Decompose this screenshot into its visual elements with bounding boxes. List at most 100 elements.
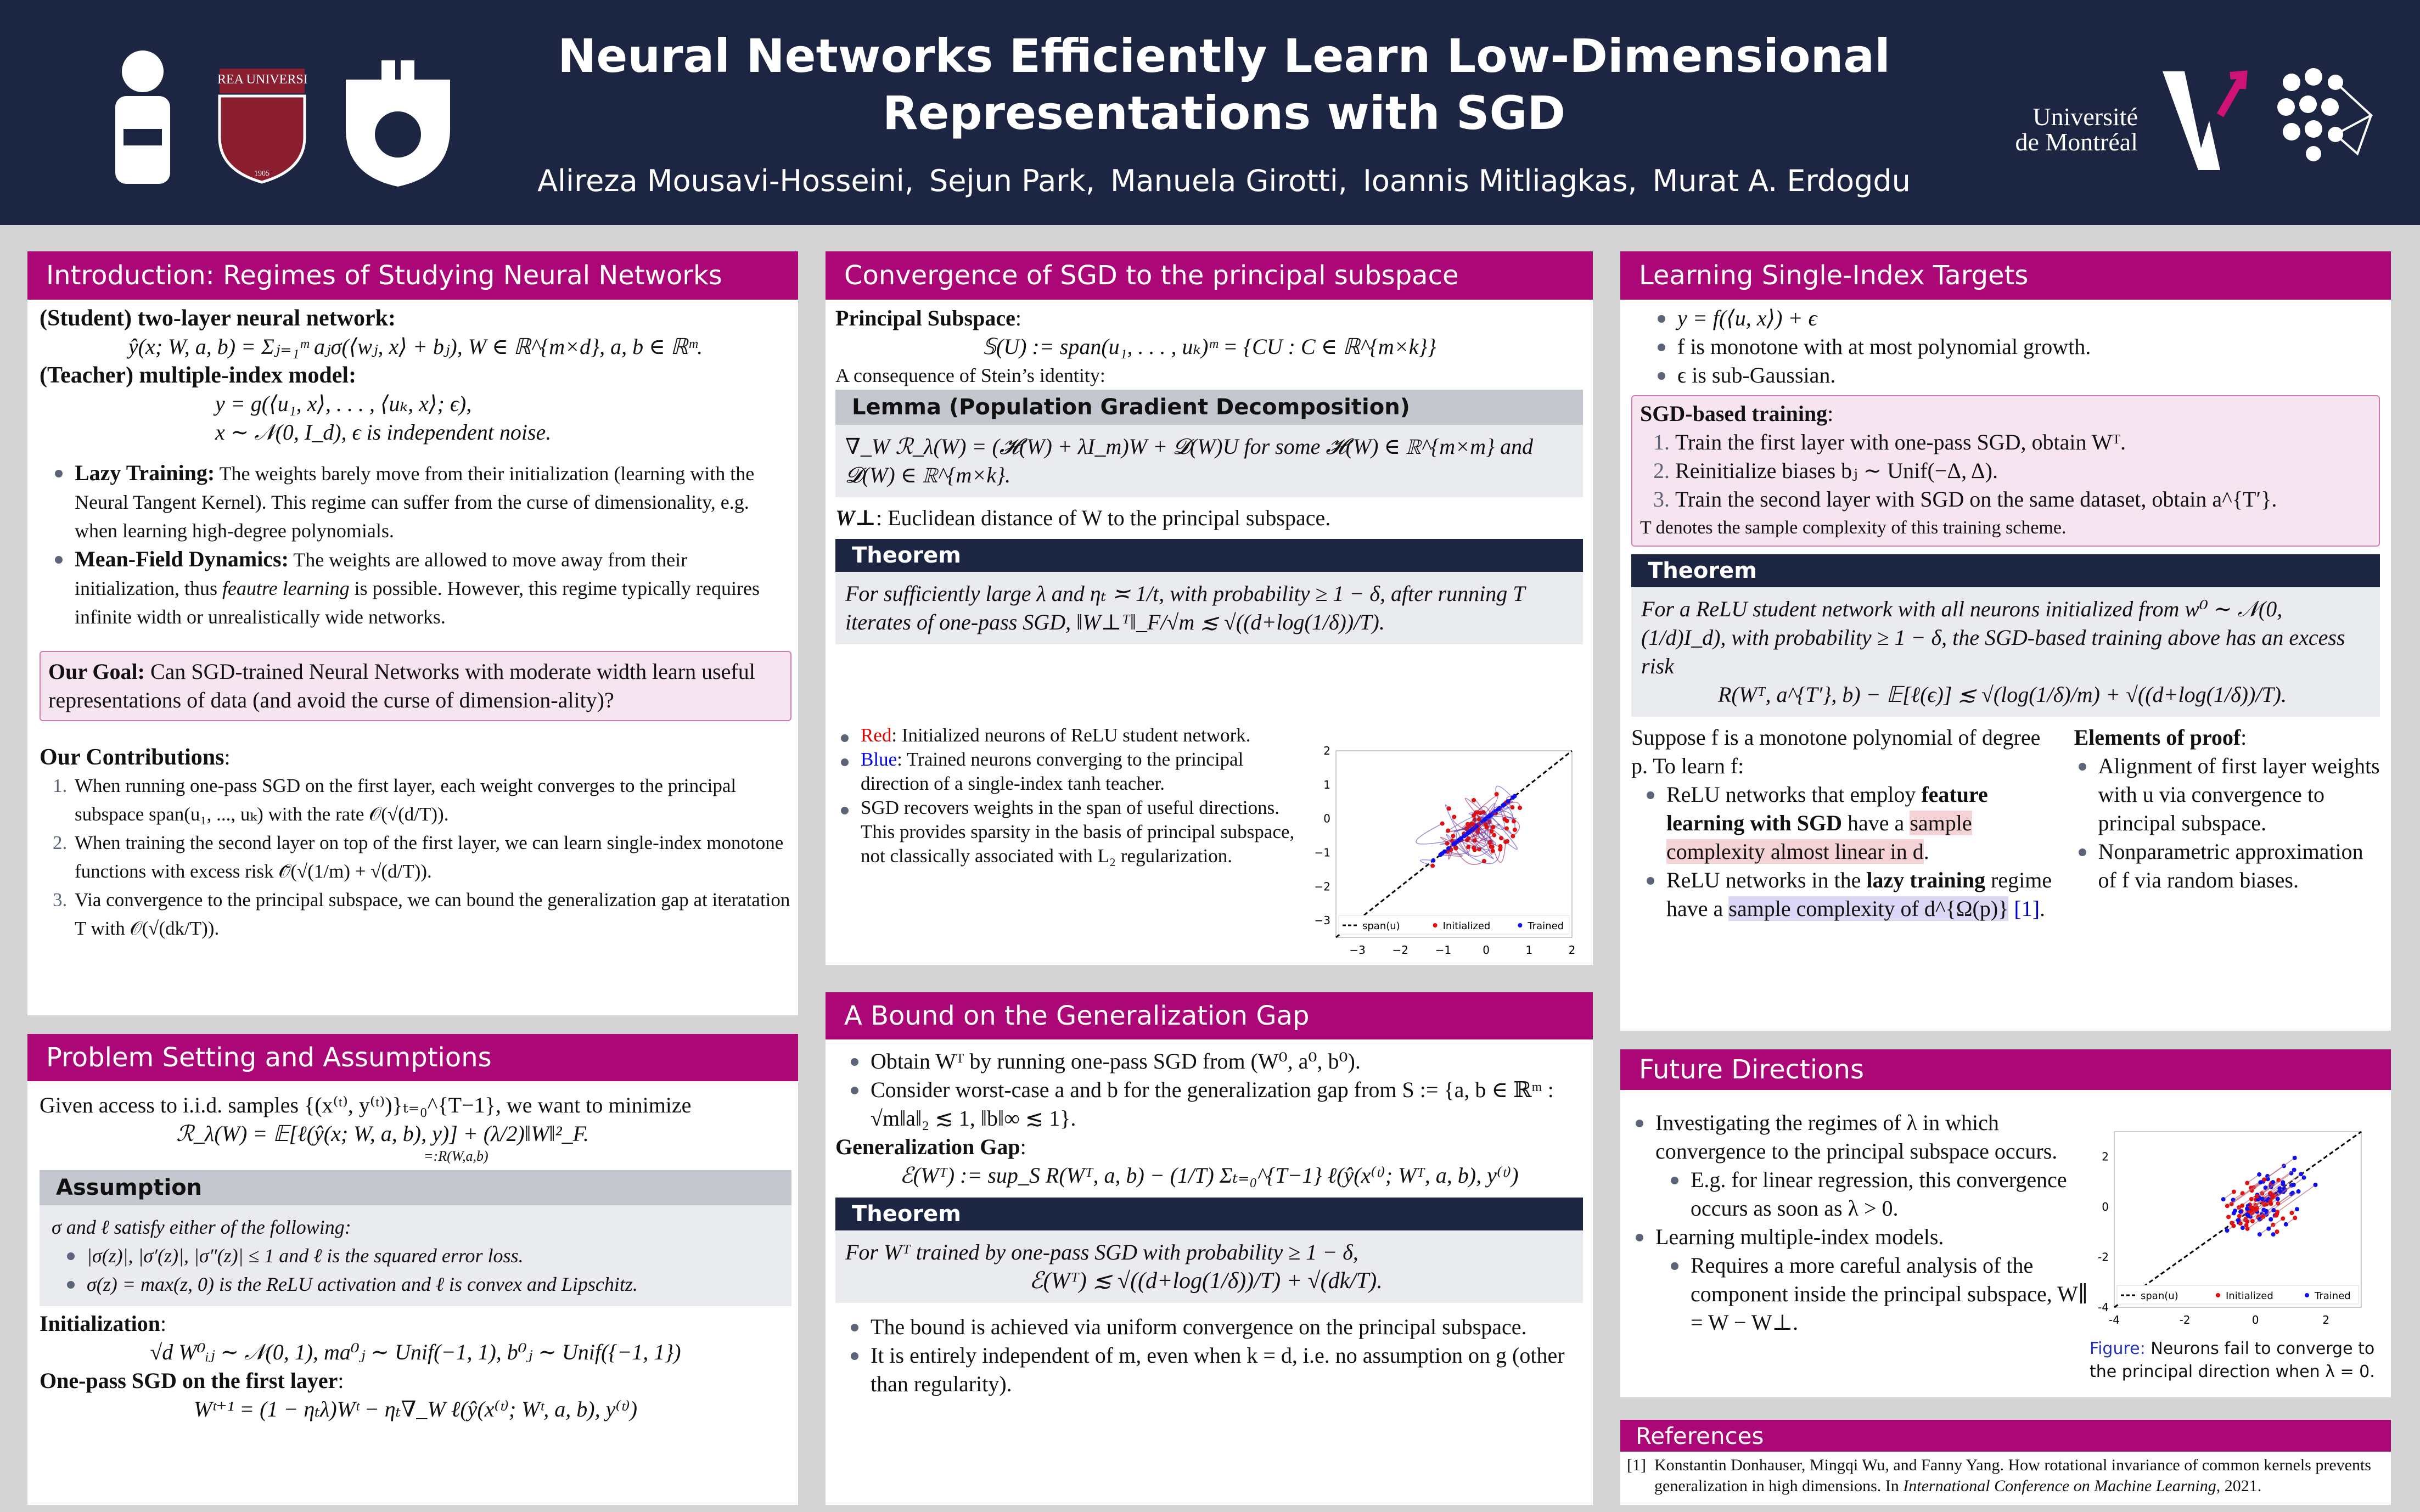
initialized-point [2254, 1194, 2259, 1199]
trajectory [1445, 804, 1462, 839]
poster-title: Neural Networks Efficiently Learn Low-Di… [549, 27, 1899, 142]
initialized-point [1511, 819, 1516, 824]
trained-point [2271, 1232, 2276, 1237]
citation-link[interactable]: [1] [2014, 896, 2040, 921]
initialized-point [2268, 1191, 2273, 1196]
network-logo [2277, 68, 2373, 161]
list-item: Alignment of first layer weights with u … [2063, 752, 2380, 837]
text: ReLU networks that employ [1666, 782, 1922, 807]
monotone-intro: Suppose f is a monotone polynomial of de… [1631, 725, 2041, 778]
list-item: Mean-Field Dynamics: The weights are all… [40, 545, 791, 631]
title-line-2: Representations with SGD [882, 86, 1566, 140]
mila-logo [2163, 70, 2248, 170]
text: ReLU networks in the [1666, 868, 1867, 892]
korea-logo-year: 1905 [254, 170, 269, 178]
trajectory [2268, 1218, 2283, 1229]
list-item: ReLU networks in the lazy training regim… [1631, 866, 2058, 923]
theorem-body: For Wᵀ trained by one-pass SGD with prob… [835, 1230, 1583, 1303]
contribution-item: 2.When training the second layer on top … [40, 829, 791, 886]
goal-lead: Our Goal: [48, 659, 145, 684]
initialized-point [2270, 1195, 2275, 1200]
initialized-point [1498, 844, 1503, 849]
underbrace-label: =:R(W,a,b) [424, 1148, 489, 1164]
sgd-training-box: SGD-based training: 1.Train the first la… [1631, 395, 2380, 547]
x-tick-label: -4 [2109, 1313, 2120, 1326]
reference-number: [1] [1627, 1456, 1646, 1474]
initialized-point [1475, 810, 1480, 815]
y-tick-label: −2 [1315, 880, 1330, 893]
trajectory [2231, 1181, 2264, 1205]
y-tick-label: -4 [2098, 1301, 2109, 1314]
trajectory [2259, 1224, 2273, 1235]
initialized-point [1492, 833, 1497, 837]
item-number: 1. [1653, 430, 1670, 454]
trained-point [2236, 1218, 2241, 1223]
toronto-crest-logo [115, 50, 170, 184]
initialized-point [1472, 798, 1476, 803]
trajectory [1419, 859, 1434, 867]
goal-text: Can SGD-trained Neural Networks with mod… [48, 659, 755, 712]
initialized-point [2230, 1221, 2234, 1226]
lemma-body: ∇_W ℛ_λ(W) = (𝓗(W) + λI_m)W + 𝓓(W)U for … [835, 425, 1583, 497]
legend-blue-marker [1518, 923, 1523, 928]
trajectory [1475, 795, 1498, 820]
bullet-text: feautre learning [222, 577, 350, 599]
red-label: Red [861, 724, 892, 746]
theorem-text: For Wᵀ trained by one-pass SGD with prob… [845, 1240, 1358, 1264]
wperp-text: : Euclidean distance of W to the princip… [875, 505, 1331, 530]
trained-point [2260, 1196, 2265, 1201]
legend-span: span(u) [1362, 920, 1400, 932]
trajectory [2227, 1182, 2261, 1206]
trajectory [1416, 823, 1461, 845]
trained-point [1483, 817, 1487, 822]
trained-point [2245, 1206, 2250, 1211]
initialized-point [2226, 1215, 2231, 1219]
section-title: Introduction: Regimes of Studying Neural… [27, 251, 798, 300]
trained-point [1458, 836, 1463, 841]
trajectory [1440, 851, 1463, 857]
initialized-point [1494, 791, 1499, 796]
reference-item: [1]Konstantin Donhauser, Mingqi Wu, and … [1627, 1455, 2384, 1497]
legend-span: span(u) [2141, 1290, 2178, 1302]
legend-initialized: Initialized [1443, 920, 1491, 932]
legend-red-marker [2216, 1293, 2220, 1297]
legend-box [2116, 1285, 2359, 1305]
section-title: Future Directions [1620, 1049, 2391, 1090]
contributions-label: Our Contributions [40, 745, 224, 770]
initialized-point [2238, 1221, 2243, 1226]
trajectory [2252, 1211, 2267, 1222]
initialized-point [1489, 829, 1494, 834]
y-tick-label: 0 [1323, 812, 1330, 825]
reference-year: , 2021. [2216, 1477, 2262, 1495]
trained-point [2313, 1182, 2318, 1187]
trajectory [2247, 1174, 2260, 1184]
trajectory [1490, 814, 1518, 850]
text: feature learning with SGD [1666, 782, 1988, 835]
assumption-title: Assumption [40, 1170, 791, 1205]
korea-university-logo: KOREA UNIVERSITY1905 [217, 69, 307, 184]
trajectory [2239, 1194, 2271, 1217]
trained-point [2296, 1189, 2301, 1194]
bullet-text: is possible. However, this regime typica… [75, 577, 760, 628]
initialized-point [2254, 1207, 2259, 1212]
item-text: Reinitialize biases bⱼ ∼ Unif(−Δ, Δ). [1675, 458, 1998, 483]
initialized-point [1512, 827, 1517, 832]
montreal-logo-text: Université [2032, 103, 2138, 131]
list-item: It is entirely independent of m, even wh… [835, 1341, 1583, 1398]
item-number: 3. [1653, 487, 1670, 512]
trained-point [2245, 1213, 2250, 1218]
section-future-directions: Future Directions Investigating the regi… [1620, 1049, 2391, 1397]
trajectory [1453, 844, 1485, 865]
list-item: f is monotone with at most polynomial gr… [1642, 333, 2380, 361]
sub-list-item: E.g. for linear regression, this converg… [1655, 1166, 2103, 1223]
trained-point [2257, 1172, 2262, 1177]
trained-point [2275, 1196, 2280, 1201]
trained-point [2258, 1180, 2263, 1185]
trained-point [2277, 1186, 2282, 1191]
list-item: y = f(⟨u, x⟩) + ϵ [1642, 304, 2380, 333]
trained-point [1506, 799, 1511, 803]
trained-point [2269, 1217, 2273, 1222]
initialized-point [2281, 1216, 2286, 1221]
